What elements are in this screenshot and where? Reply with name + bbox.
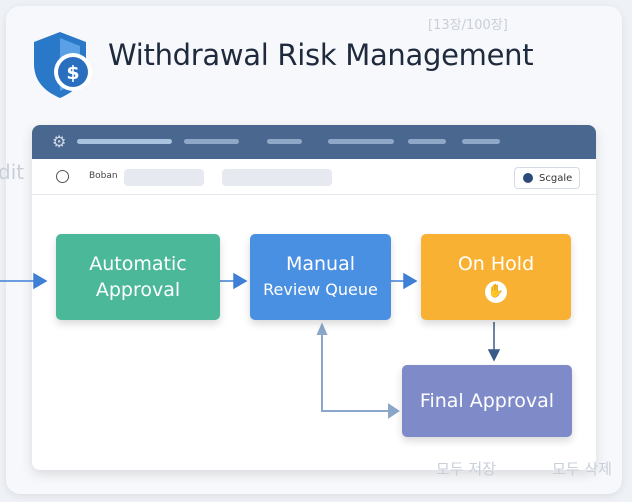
node-label: Final Approval — [419, 390, 555, 412]
scale-button[interactable]: Scgale — [514, 167, 580, 189]
nav-tab[interactable] — [184, 139, 239, 144]
toolbar: Boban Scgale — [32, 159, 596, 195]
arrow-manual-final — [321, 330, 390, 412]
ghost-delete-all: 모두 삭제 — [552, 460, 612, 478]
window-header: ⚙ — [32, 125, 596, 159]
node-on-hold[interactable]: On Hold ✋ — [421, 234, 571, 320]
toolbar-label: Boban — [89, 171, 118, 181]
shield-dollar-icon: $ — [34, 32, 92, 98]
filter-chip[interactable] — [222, 169, 332, 186]
ghost-save-all: 모두 저장 — [436, 460, 496, 478]
pause-hand-icon: ✋ — [485, 281, 507, 303]
nav-tab[interactable] — [462, 139, 500, 144]
nav-tab[interactable] — [77, 139, 172, 144]
svg-text:$: $ — [66, 62, 79, 84]
scale-button-label: Scgale — [539, 172, 573, 184]
nav-tab[interactable] — [408, 139, 446, 144]
ghost-counter: [13장/100장] — [428, 18, 508, 33]
nav-tab[interactable] — [267, 139, 302, 144]
nav-tab[interactable] — [328, 139, 394, 144]
node-label: Approval — [95, 279, 181, 301]
clock-icon — [56, 170, 69, 183]
gear-icon[interactable]: ⚙ — [52, 132, 67, 151]
node-label: Manual — [285, 253, 356, 275]
page-title: Withdrawal Risk Management — [108, 38, 534, 72]
shield-icon — [523, 173, 533, 183]
node-label: Automatic — [89, 253, 187, 275]
filter-chip[interactable] — [124, 169, 204, 186]
node-label: Review Queue — [263, 280, 378, 299]
arrow-in-head — [33, 272, 48, 290]
node-final-approval[interactable]: Final Approval — [402, 365, 572, 437]
node-label: On Hold — [457, 253, 535, 275]
